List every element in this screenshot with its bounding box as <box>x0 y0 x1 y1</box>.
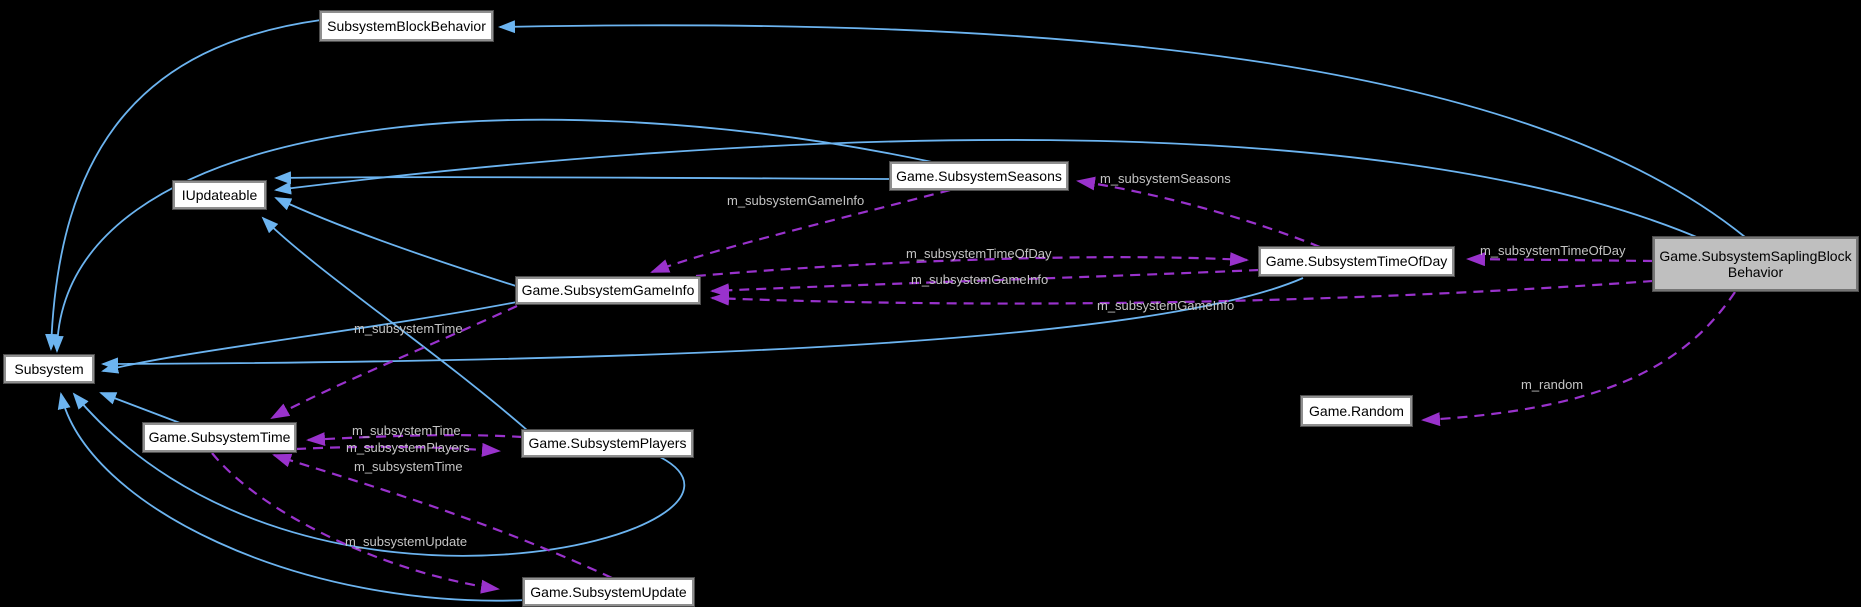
node-gamerandom[interactable]: Game.Random <box>1300 395 1413 427</box>
node-label: Game.SubsystemGameInfo <box>521 282 695 299</box>
node-subsystemupdate[interactable]: Game.SubsystemUpdate <box>522 577 695 607</box>
node-label: Game.SubsystemPlayers <box>528 435 687 452</box>
edge-time-to-subsystem <box>99 392 181 424</box>
edge-usage-random-from-sapling <box>1421 291 1736 427</box>
edge-label-m-subsystemtime-gameinfo: m_subsystemTime <box>354 321 463 336</box>
node-label: Game.SubsystemTime <box>148 429 291 446</box>
node-subsystem[interactable]: Subsystem <box>3 354 95 384</box>
edge-sapling-to-subsystemblockbehavior <box>498 20 1746 238</box>
edge-usage-players-from-time <box>295 442 501 457</box>
edge-usage-gameinfo-from-sapling <box>710 279 1654 306</box>
edge-label-m-subsystemtimeofday-sapling: m_subsystemTimeOfDay <box>1480 243 1626 258</box>
node-iupdateable[interactable]: IUpdateable <box>172 180 267 210</box>
edge-gameinfo-to-subsystem <box>101 301 518 374</box>
node-label: Game.SubsystemUpdate <box>530 583 687 600</box>
edge-label-m-random: m_random <box>1521 377 1584 392</box>
node-label: Subsystem <box>14 360 84 377</box>
edge-label-m-subsystemgameinfo-timeofday: m_subsystemGameInfo <box>911 272 1049 287</box>
edge-subsystemblockbehavior-to-subsystem <box>45 19 322 351</box>
edge-label-m-subsystemtime-update: m_subsystemTime <box>354 459 463 474</box>
edge-usage-subsystemseasons <box>1076 176 1321 249</box>
edge-usage-update-from-time <box>211 452 500 594</box>
edge-usage-timeofday-from-gameinfo <box>695 252 1249 278</box>
edge-usage-gameinfo-from-timeofday <box>710 268 1260 298</box>
node-subsystemseasons[interactable]: Game.SubsystemSeasons <box>889 161 1069 191</box>
node-label-line1: Game.SubsystemSaplingBlock <box>1659 247 1852 264</box>
edge-label-m-subsystemplayers: m_subsystemPlayers <box>346 440 470 455</box>
edge-label-m-subsystemtime-players: m_subsystemTime <box>352 423 461 438</box>
edge-usage-time-from-gameinfo <box>270 305 518 419</box>
edge-timeofday-to-subsystem <box>101 277 1304 371</box>
edge-label-m-subsystemgameinfo-seasons: m_subsystemGameInfo <box>727 193 865 208</box>
node-subsystemtime[interactable]: Game.SubsystemTime <box>142 422 297 453</box>
edge-label-m-subsystemtimeofday-gameinfo: m_subsystemTimeOfDay <box>906 246 1052 261</box>
edge-seasons-to-iupdateable <box>274 171 891 185</box>
edge-usage-time-from-update <box>272 453 613 579</box>
node-label: IUpdateable <box>181 186 258 203</box>
edge-label-m-subsystemseasons: m_subsystemSeasons <box>1100 171 1231 186</box>
node-subsystemgameinfo[interactable]: Game.SubsystemGameInfo <box>515 276 701 305</box>
edge-usage-gameinfo-from-seasons <box>650 188 951 274</box>
edge-seasons-to-subsystem <box>50 118 933 353</box>
node-label: Game.SubsystemSeasons <box>896 167 1062 184</box>
node-subsystemsaplingblockbehavior[interactable]: Game.SubsystemSaplingBlock Behavior <box>1652 236 1859 292</box>
edge-label-m-subsystemgameinfo-sapling: m_subsystemGameInfo <box>1097 298 1235 313</box>
node-label: SubsystemBlockBehavior <box>327 17 486 34</box>
edge-usage-timeofday-from-sapling <box>1466 252 1654 267</box>
edge-players-to-iupdateable <box>261 216 528 431</box>
node-label: Game.SubsystemTimeOfDay <box>1265 253 1448 270</box>
edge-usage-time-from-players <box>306 432 523 447</box>
node-subsystemtimeofday[interactable]: Game.SubsystemTimeOfDay <box>1258 246 1455 277</box>
node-subsystemplayers[interactable]: Game.SubsystemPlayers <box>521 429 694 458</box>
edge-update-to-subsystem <box>57 392 528 602</box>
edge-players-to-subsystem <box>72 392 686 557</box>
edge-sapling-to-iupdateable <box>274 139 1707 242</box>
node-label-line2: Behavior <box>1727 264 1784 280</box>
edge-label-m-subsystemupdate: m_subsystemUpdate <box>345 534 468 549</box>
node-subsystemblockbehavior[interactable]: SubsystemBlockBehavior <box>319 10 494 42</box>
edge-gameinfo-to-iupdateable <box>274 197 517 287</box>
node-label: Game.Random <box>1309 402 1404 419</box>
